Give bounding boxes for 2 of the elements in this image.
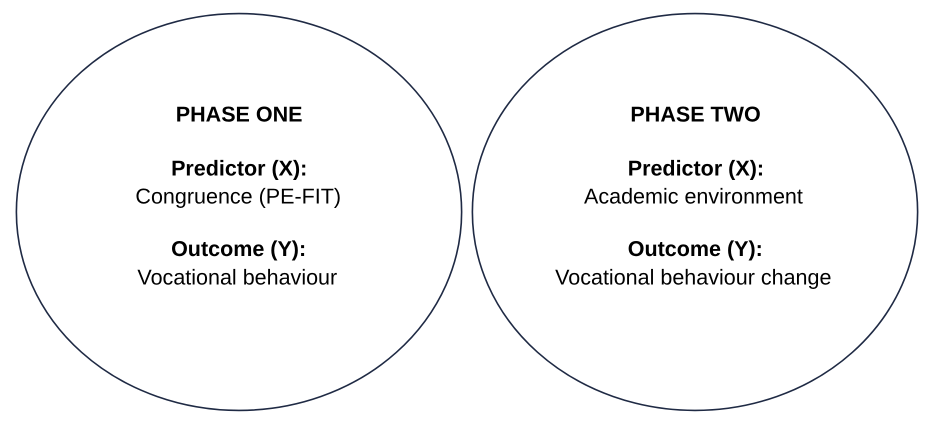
node-ellipse: PHASE ONE Predictor (X): Congruence (PE-FIT) Outcome (Y): Vocational behaviour <box>15 12 462 412</box>
node-ellipse: PHASE TWO Predictor (X): Academic environment Outcome (Y): Vocational behaviour change <box>471 12 918 412</box>
